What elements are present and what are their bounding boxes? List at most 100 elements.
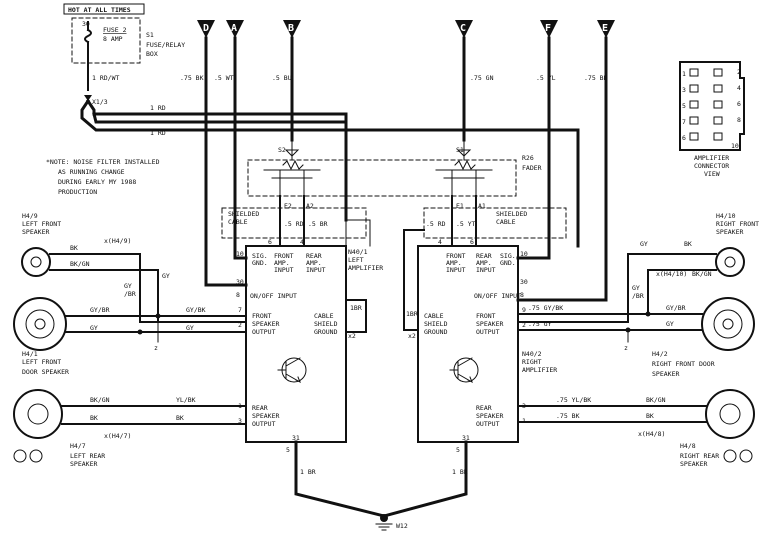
lr-ref: H4/7	[70, 442, 86, 450]
wire-a-label: .5 WT	[214, 74, 234, 82]
fader-left-slider	[263, 139, 321, 179]
lf-w-gy: GY	[162, 272, 170, 280]
connector-f: F	[540, 20, 558, 38]
rfd-name-2: SPEAKER	[652, 370, 679, 378]
left-amp-pin4: 4	[300, 238, 304, 246]
left-front-in-2: AMP.	[274, 259, 290, 267]
right-rear-in-1: REAR	[476, 252, 492, 260]
svg-text:D: D	[203, 23, 209, 34]
right-shield-wire-label: 1BR	[406, 310, 418, 318]
rf-name-1: RIGHT FRONT	[716, 220, 759, 228]
svg-text:10: 10	[731, 142, 739, 150]
shielded-right-2: CABLE	[496, 218, 516, 226]
left-rear-in-3: INPUT	[306, 266, 326, 274]
svg-text:F: F	[545, 23, 551, 34]
right-wire-yt: .5 YT	[456, 220, 476, 228]
connector-a: A	[226, 20, 244, 38]
left-front-speaker-icon	[21, 247, 51, 277]
svg-text:4: 4	[737, 84, 741, 92]
left-front-name-2: SPEAKER	[22, 228, 49, 236]
note-line-4: PRODUCTION	[58, 188, 97, 196]
left-amp-pin3: 3	[238, 417, 242, 425]
rfd-z: z	[624, 344, 628, 352]
right-onoff: ON/OFF INPUT	[474, 292, 521, 300]
left-cable-1: CABLE	[314, 312, 334, 320]
right-front-speaker-icon	[715, 247, 745, 277]
rf-w-bk: BK	[684, 240, 692, 248]
rf-name-2: SPEAKER	[716, 228, 743, 236]
connector-e: E	[597, 20, 615, 38]
wire-d	[204, 36, 248, 287]
lfd-splice-2	[137, 329, 143, 335]
left-shield-wire-label: 1BR	[350, 304, 362, 312]
amplifier-connector-view: 1 3 5 7 6 2 4 6 8 10 AMPLIFIER CONNECTOR…	[679, 61, 745, 178]
right-rear-speaker-icon	[705, 389, 755, 463]
ground-wire-left: 1 BR	[300, 468, 316, 476]
rf-ref: H4/10	[716, 212, 736, 220]
right-amp-pin6: 6	[470, 238, 474, 246]
fuse-rating: 8 AMP	[103, 35, 123, 43]
rfd-w-gybr: GY/BR	[666, 304, 686, 312]
rr-w2: .75 BK	[556, 412, 580, 420]
right-rear-out-3: OUTPUT	[476, 420, 500, 428]
svg-text:CONNECTOR: CONNECTOR	[694, 162, 729, 170]
wire-f-label: .5 YL	[536, 74, 556, 82]
svg-text:8: 8	[737, 116, 741, 124]
svg-text:6: 6	[682, 134, 686, 142]
fader-resistor	[282, 159, 476, 171]
right-amp-pin2: 2	[522, 321, 526, 329]
wire-left-rear	[61, 405, 247, 425]
wire-e-label: .75 BK	[584, 74, 608, 82]
svg-text:2: 2	[737, 68, 741, 76]
left-front-in-3: INPUT	[274, 266, 294, 274]
left-amp-pin6: 6	[268, 238, 272, 246]
lr-w-bk: BK	[90, 414, 98, 422]
fuse-pin: 30	[82, 20, 90, 28]
lr-name-2: SPEAKER	[70, 460, 97, 468]
right-rear-in-3: INPUT	[476, 266, 496, 274]
right-amp-pin9: 9	[522, 306, 526, 314]
left-amp-pin10: 10	[236, 250, 244, 258]
fader-s2: S2	[278, 146, 286, 154]
left-front-door-speaker-icon	[13, 297, 67, 351]
right-x2: x2	[408, 332, 416, 340]
left-front-out-1: FRONT	[252, 312, 272, 320]
rr-w1: .75 YL/BK	[556, 396, 591, 404]
right-transistor-icon	[449, 357, 479, 384]
right-amp-pin10: 10	[520, 250, 528, 258]
left-amp-name-1: LEFT	[348, 256, 364, 264]
rr-w-bk: BK	[646, 412, 654, 420]
left-front-out-3: OUTPUT	[252, 328, 276, 336]
lfd-w-gybk: GY/BK	[186, 306, 206, 314]
fuse-name: FUSE 2	[103, 26, 127, 34]
lf-w-br: /BR	[124, 290, 136, 298]
left-onoff: ON/OFF INPUT	[250, 292, 297, 300]
rfd-splice-1	[645, 311, 651, 317]
shielded-cable-left	[221, 207, 367, 239]
ground-wires	[294, 440, 468, 518]
wire-rd-wt: 1 RD/WT	[92, 74, 119, 82]
rfd-w-gy: GY	[666, 320, 674, 328]
left-amp-pin7: 7	[238, 306, 242, 314]
left-sig-2: GND.	[252, 259, 268, 267]
fader-a1: A1	[478, 202, 486, 210]
left-front-ref: H4/9	[22, 212, 38, 220]
svg-text:6: 6	[737, 100, 741, 108]
note-line-2: AS RUNNING CHANGE	[58, 168, 125, 176]
wire-right-front-bkgn	[647, 269, 717, 315]
right-sig-2: GND.	[500, 259, 516, 267]
fuse-element	[84, 21, 92, 91]
connector-b: B	[283, 20, 301, 38]
lfd-z: z	[154, 344, 158, 352]
note-line-3: DURING EARLY MY 1988	[58, 178, 136, 186]
lfd-w-gybr: GY/BR	[90, 306, 110, 314]
wire-rd-upper-b	[92, 112, 348, 124]
splice-x1-3: X1/3	[92, 98, 108, 106]
right-front-in-2: AMP.	[446, 259, 462, 267]
wire-d-label: .75 BK	[180, 74, 204, 82]
right-wire-rd: .5 RD	[426, 220, 446, 228]
left-rear-out-2: SPEAKER	[252, 412, 279, 420]
lfd-w-gy2: GY	[186, 324, 194, 332]
left-shield-ground-wire	[345, 299, 367, 333]
